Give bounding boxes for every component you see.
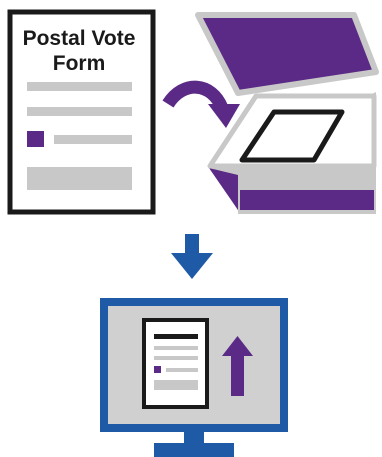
screen-document-icon bbox=[142, 318, 209, 409]
form-box bbox=[27, 167, 132, 190]
form-title-line2: Form bbox=[52, 52, 106, 75]
form-line bbox=[54, 135, 132, 144]
paper-form-icon bbox=[7, 9, 156, 215]
curved-arrow-icon bbox=[162, 80, 240, 128]
computer-monitor-icon bbox=[100, 298, 288, 457]
form-line bbox=[27, 107, 132, 116]
form-title-line1: Postal Vote bbox=[22, 27, 136, 50]
monitor-stand bbox=[154, 443, 234, 457]
arrow-down-icon bbox=[171, 234, 213, 279]
flatbed-scanner-icon bbox=[195, 12, 379, 214]
form-checkbox bbox=[27, 131, 44, 147]
form-title: Postal Vote Form bbox=[10, 26, 148, 76]
monitor-neck bbox=[184, 432, 204, 444]
form-line bbox=[27, 82, 132, 91]
upload-arrow-icon bbox=[222, 336, 253, 396]
